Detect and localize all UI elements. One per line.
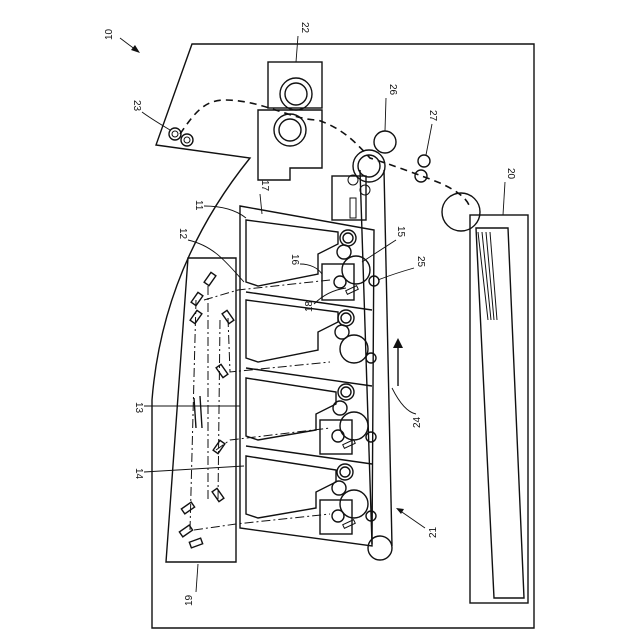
ref-leader-19 <box>196 564 198 592</box>
ref-leader-27 <box>426 124 432 155</box>
developing-roller-4-inner <box>340 467 350 477</box>
ref-label-23: 23 <box>131 100 142 112</box>
ref-label-12: 12 <box>177 228 188 240</box>
ref-label-26: 26 <box>387 84 398 96</box>
mirror-10 <box>189 538 202 548</box>
mirror-8 <box>181 502 194 514</box>
ref-leader-14 <box>144 466 244 472</box>
primary-transfer-roller-3 <box>366 432 376 442</box>
charging-roller-4 <box>332 510 344 522</box>
station-divider-3 <box>246 446 372 464</box>
ref-leader-23 <box>142 112 170 130</box>
ref-label-18: 18 <box>304 300 315 312</box>
mirror-2 <box>191 292 203 305</box>
laser-beam-2 <box>228 318 330 372</box>
imaging-station-1 <box>246 220 379 310</box>
ref-leader-25 <box>378 268 414 280</box>
polygon-mirror-1 <box>194 398 196 428</box>
paper-sheet-4 <box>490 232 497 320</box>
printer-housing <box>152 44 534 628</box>
laser-beam-trunk-right <box>218 320 220 500</box>
supply-roller-3 <box>333 401 347 415</box>
charging-roller-3 <box>332 430 344 442</box>
ref-leader-18 <box>314 288 346 304</box>
laser-beam-4 <box>194 514 330 530</box>
developing-roller-1-inner <box>343 233 353 243</box>
ref-leader-15 <box>362 240 396 262</box>
transfer-belt-right <box>384 170 392 546</box>
roller-27-lower <box>415 170 427 182</box>
fixing-roller-upper-inner <box>285 83 307 105</box>
imaging-station-3 <box>246 378 376 464</box>
cleaning-blade-4 <box>343 520 356 529</box>
discharge-roller-1 <box>169 128 181 140</box>
mirror-1 <box>204 272 216 285</box>
ref-arrowhead-10 <box>131 45 140 53</box>
belt-cleaner-blade <box>350 198 356 218</box>
secondary-transfer-roller-inner <box>358 155 380 177</box>
ref-label-14: 14 <box>133 468 144 480</box>
ref-leader-26 <box>385 98 386 131</box>
photoconductor-drum-2 <box>340 335 368 363</box>
roller-26 <box>374 131 396 153</box>
developing-roller-2-inner <box>341 313 351 323</box>
polygon-mirror-2 <box>200 396 202 428</box>
ref-label-24: 24 <box>412 416 423 428</box>
ref-label-11: 11 <box>193 200 204 211</box>
laser-beam-1 <box>204 280 330 300</box>
cleaning-blade-1 <box>346 286 359 295</box>
discharge-roller-2-inner <box>184 137 190 143</box>
discharge-roller-2 <box>181 134 193 146</box>
ref-leader-20 <box>503 182 505 215</box>
ref-leader-17 <box>260 194 262 214</box>
supply-roller-4 <box>332 481 346 495</box>
cleaning-blade-3 <box>343 440 356 449</box>
cleaning-unit-3 <box>320 420 352 454</box>
ref-leader-24 <box>392 388 416 414</box>
toner-cartridge-1 <box>246 220 338 286</box>
mirror-4 <box>222 310 234 323</box>
mirror-5 <box>216 364 228 377</box>
mirror-9 <box>179 525 192 537</box>
toner-cartridge-4 <box>246 456 336 518</box>
ref-leader-22 <box>296 36 298 62</box>
ref-label-17: 17 <box>259 180 270 192</box>
ref-leader-21 <box>399 510 425 528</box>
ref-label-20: 20 <box>505 168 516 180</box>
supply-roller-1 <box>337 245 351 259</box>
ref-label-19: 19 <box>184 594 195 606</box>
ref-label-16: 16 <box>289 254 300 266</box>
ref-label-22: 22 <box>299 22 310 34</box>
ref-label-21: 21 <box>428 526 439 538</box>
belt-cleaner-roller-2 <box>360 185 370 195</box>
charging-roller-1 <box>334 276 346 288</box>
developing-roller-3-inner <box>341 387 351 397</box>
paper-stack <box>476 228 524 598</box>
laser-beam-3 <box>216 428 330 450</box>
ref-label-25: 25 <box>415 256 426 268</box>
station-divider-2 <box>246 368 372 386</box>
ref-label-13: 13 <box>133 402 144 414</box>
imaging-station-4 <box>246 456 376 534</box>
ref-label-27: 27 <box>427 110 438 122</box>
fixing-unit-upper <box>268 62 322 108</box>
roller-27-upper <box>418 155 430 167</box>
ref-label-10: 10 <box>104 28 115 40</box>
toner-cartridge-2 <box>246 300 338 362</box>
toner-cartridge-3 <box>246 378 336 440</box>
paper-feed-roller <box>442 193 480 231</box>
primary-transfer-roller-2 <box>366 353 376 363</box>
image-forming-frame <box>240 206 374 546</box>
fixing-roller-lower-inner <box>279 119 301 141</box>
ref-label-15: 15 <box>395 226 406 238</box>
discharge-roller-1-inner <box>172 131 178 137</box>
mirror-3 <box>190 310 202 323</box>
